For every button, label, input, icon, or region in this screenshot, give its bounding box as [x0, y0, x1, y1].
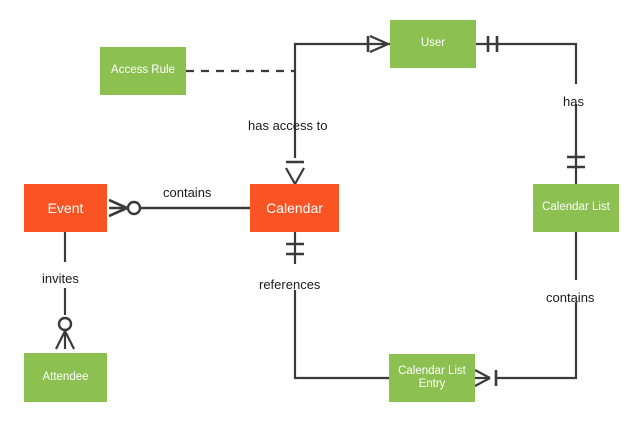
edge-label-contains-entry: contains [546, 290, 595, 305]
edge-references [286, 232, 389, 380]
entity-attendee-label: Attendee [42, 370, 89, 383]
entity-access-rule[interactable]: Access Rule [100, 47, 186, 95]
entity-attendee[interactable]: Attendee [24, 353, 107, 402]
edge-label-has: has [563, 94, 584, 109]
edge-label-invites: invites [42, 271, 79, 286]
edge-label-has-access-to: has access to [248, 118, 328, 133]
edge-has [476, 36, 585, 184]
entity-event[interactable]: Event [24, 184, 107, 232]
edge-contains-entry [474, 232, 578, 387]
entity-user-label: User [420, 37, 446, 50]
entity-calendar-list[interactable]: Calendar List [533, 184, 619, 232]
entity-user[interactable]: User [390, 20, 476, 68]
edge-contains-calendar [108, 198, 250, 218]
edge-label-references: references [259, 277, 321, 292]
entity-calendar-list-entry-label: Calendar List Entry [398, 364, 466, 390]
entity-calendar-list-label: Calendar List [542, 201, 610, 214]
entity-access-rule-label: Access Rule [111, 64, 175, 77]
entity-calendar[interactable]: Calendar [250, 184, 339, 232]
edge-invites [55, 232, 75, 350]
edge-has-access-to [285, 34, 390, 185]
entity-calendar-list-entry[interactable]: Calendar List Entry [389, 354, 475, 402]
edge-label-contains-calendar: contains [163, 185, 212, 200]
entity-event-label: Event [47, 199, 84, 216]
entity-calendar-label: Calendar [266, 199, 323, 216]
